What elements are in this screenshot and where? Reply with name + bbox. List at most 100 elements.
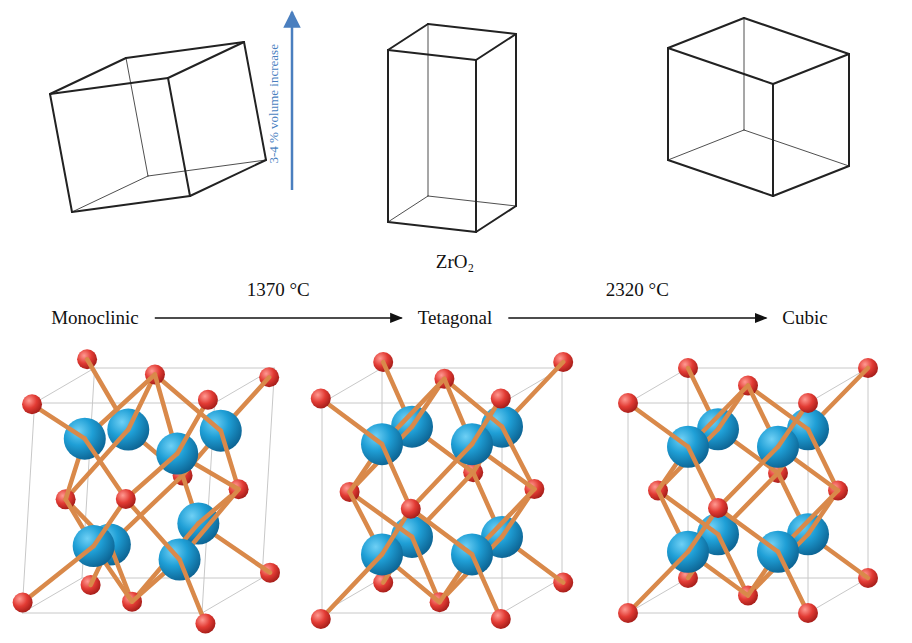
- small-atom: [195, 613, 215, 633]
- formula-label: ZrO₂: [436, 251, 474, 274]
- unit-cell-edge: [22, 403, 35, 613]
- volume-arrow: [291, 12, 294, 190]
- cell-edge: [428, 24, 516, 34]
- bond: [718, 447, 778, 508]
- cell-edge: [428, 196, 516, 206]
- unit-cell-edge: [322, 403, 323, 613]
- cell-edge: [388, 24, 428, 50]
- small-atom: [708, 498, 728, 518]
- cell-edge: [168, 78, 190, 196]
- unit-cell-edge: [262, 368, 275, 578]
- small-atom: [798, 393, 818, 413]
- cell-edge: [515, 34, 517, 206]
- temperature-label: 2320 °C: [603, 279, 672, 302]
- volume-note: 3-4 % volume increase: [266, 44, 282, 163]
- cell-edge: [773, 54, 849, 84]
- cell-edge: [244, 42, 266, 160]
- unit-cell-edge: [628, 403, 629, 613]
- phase-node: Tetagonal: [412, 305, 499, 332]
- bond: [628, 403, 688, 447]
- cell-edge: [668, 18, 744, 48]
- cell-edge: [388, 50, 476, 60]
- cell-edge: [388, 196, 428, 222]
- small-atom: [491, 388, 511, 408]
- cell-edge: [168, 42, 244, 78]
- transition-arrow: [508, 317, 766, 319]
- unit-cell-edge: [502, 578, 562, 613]
- cell-edge: [744, 18, 745, 130]
- cell-edge: [668, 130, 744, 160]
- cell-edge: [388, 222, 476, 232]
- phase-name: Monoclinic: [51, 307, 139, 330]
- cell-edge: [126, 58, 148, 176]
- unit-cell-edge: [628, 403, 808, 404]
- bond: [718, 508, 778, 552]
- unit-cell-edge: [382, 368, 562, 369]
- cubic-cell: [668, 18, 849, 196]
- unit-cell-edge: [688, 578, 868, 579]
- tetragonal-cell: [388, 24, 516, 232]
- unit-cell-edge: [202, 578, 262, 613]
- bond: [472, 554, 501, 619]
- cell-edge: [744, 130, 849, 166]
- cell-edge: [50, 58, 126, 94]
- unit-cell-edge: [808, 578, 868, 613]
- bond: [321, 398, 382, 444]
- bond: [23, 546, 94, 602]
- unit-cell-edge: [628, 368, 688, 403]
- cell-edge: [476, 206, 516, 232]
- unit-cell-edge: [562, 368, 563, 578]
- small-atom: [116, 489, 136, 509]
- temperature-label: 1370 °C: [244, 279, 313, 302]
- unit-cell-edge: [95, 368, 275, 369]
- bond: [778, 552, 808, 613]
- mono-structure: [13, 349, 280, 633]
- small-atom: [618, 393, 638, 413]
- phase-node: Monoclinic: [45, 305, 145, 332]
- cell-edge: [72, 176, 148, 212]
- small-atom: [198, 390, 218, 410]
- bond: [180, 559, 206, 623]
- phase-node: Cubic: [776, 305, 833, 332]
- small-atom: [798, 603, 818, 623]
- bond: [628, 552, 688, 613]
- small-atom: [311, 388, 331, 408]
- small-atom: [311, 609, 331, 629]
- unit-cell-edge: [322, 613, 502, 614]
- cell-edge: [190, 160, 266, 196]
- cell-edge: [50, 94, 72, 212]
- phase-name: Cubic: [782, 307, 827, 330]
- cell-edge: [387, 50, 389, 222]
- bond: [321, 554, 382, 619]
- bond: [126, 454, 177, 499]
- bond: [382, 444, 411, 509]
- cell-edge: [668, 160, 773, 196]
- unit-cell-edge: [22, 613, 202, 614]
- small-atom: [491, 609, 511, 629]
- cell-edge: [773, 166, 849, 196]
- tet-structure: [311, 352, 573, 629]
- unit-cell-edge: [35, 368, 95, 403]
- unit-cell-edge: [868, 368, 869, 578]
- small-atom: [618, 603, 638, 623]
- cell-edge: [475, 60, 477, 232]
- small-atom: [22, 394, 42, 414]
- unit-cell-edge: [628, 613, 808, 614]
- cell-edge: [476, 34, 516, 60]
- unit-cell-edge: [688, 368, 868, 369]
- bond: [126, 499, 180, 559]
- cell-edge: [848, 54, 850, 166]
- bond: [85, 439, 126, 499]
- transition-arrow: [155, 317, 402, 319]
- phase-name: Tetagonal: [418, 307, 493, 330]
- cell-edge: [744, 18, 849, 54]
- small-atom: [13, 593, 33, 613]
- bond: [411, 444, 472, 509]
- small-atom: [401, 499, 421, 519]
- cell-edge: [668, 48, 773, 84]
- unit-cell-edge: [322, 368, 382, 403]
- cell-edge: [772, 84, 774, 196]
- monoclinic-cell: [50, 42, 266, 212]
- bond: [411, 509, 472, 555]
